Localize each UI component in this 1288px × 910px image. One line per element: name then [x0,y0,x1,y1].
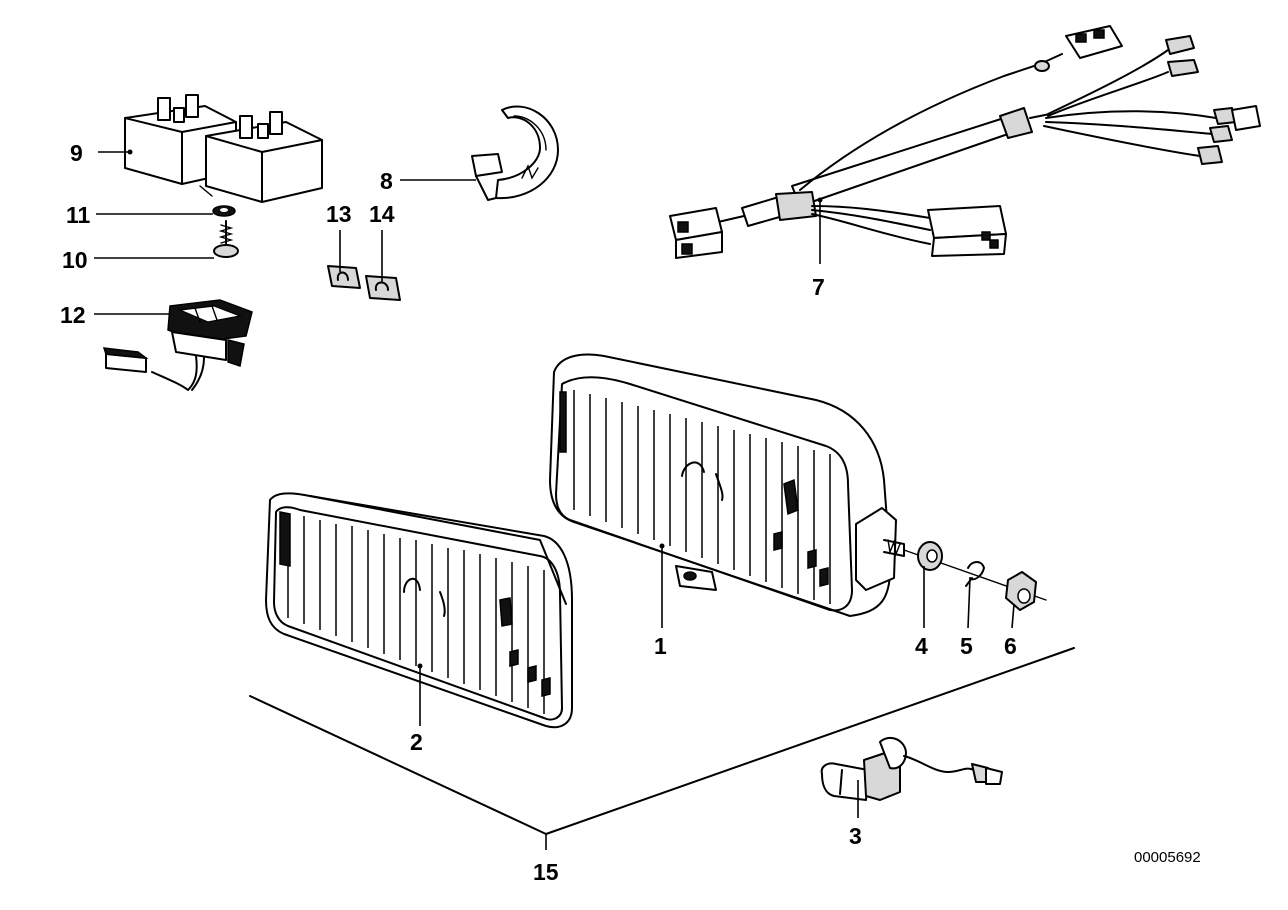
callout-5: 5 [960,633,973,659]
fog-bulb-part[interactable] [820,736,1003,801]
relay-part[interactable] [124,94,323,203]
callout-1: 1 [654,633,667,659]
callout-15: 15 [533,859,559,885]
screw-part-10[interactable] [213,220,239,258]
callout-11: 11 [66,202,91,228]
callout-14: 14 [369,201,395,227]
callout-6: 6 [1004,633,1017,659]
callout-9: 9 [70,140,83,166]
bracket-part[interactable] [471,105,559,201]
callout-3: 3 [849,823,862,849]
washer-part-11[interactable] [212,205,236,217]
leader-lines [94,149,1015,850]
document-id: 00005692 [1134,849,1201,866]
callout-12: 12 [60,302,86,328]
kit-outline [249,647,1075,835]
bulb-part-13[interactable] [327,265,361,289]
fog-lamp-lens[interactable] [265,492,573,729]
fog-lamp-assembly[interactable] [549,353,897,617]
nut-part-6[interactable] [1005,571,1037,611]
callout-labels: 9 11 10 12 13 14 8 7 1 4 5 6 2 3 15 0000… [60,140,1201,885]
callout-4: 4 [915,633,928,659]
wiring-harness[interactable] [669,25,1261,259]
callout-8: 8 [380,168,393,194]
bulb-part-14[interactable] [365,275,401,301]
lock-washer-part-5[interactable] [965,561,985,587]
callout-10: 10 [62,247,88,273]
callout-7: 7 [812,274,825,300]
callout-2: 2 [410,729,423,755]
washer-part-4[interactable] [917,541,943,571]
switch-part[interactable] [102,299,253,391]
callout-13: 13 [326,201,352,227]
